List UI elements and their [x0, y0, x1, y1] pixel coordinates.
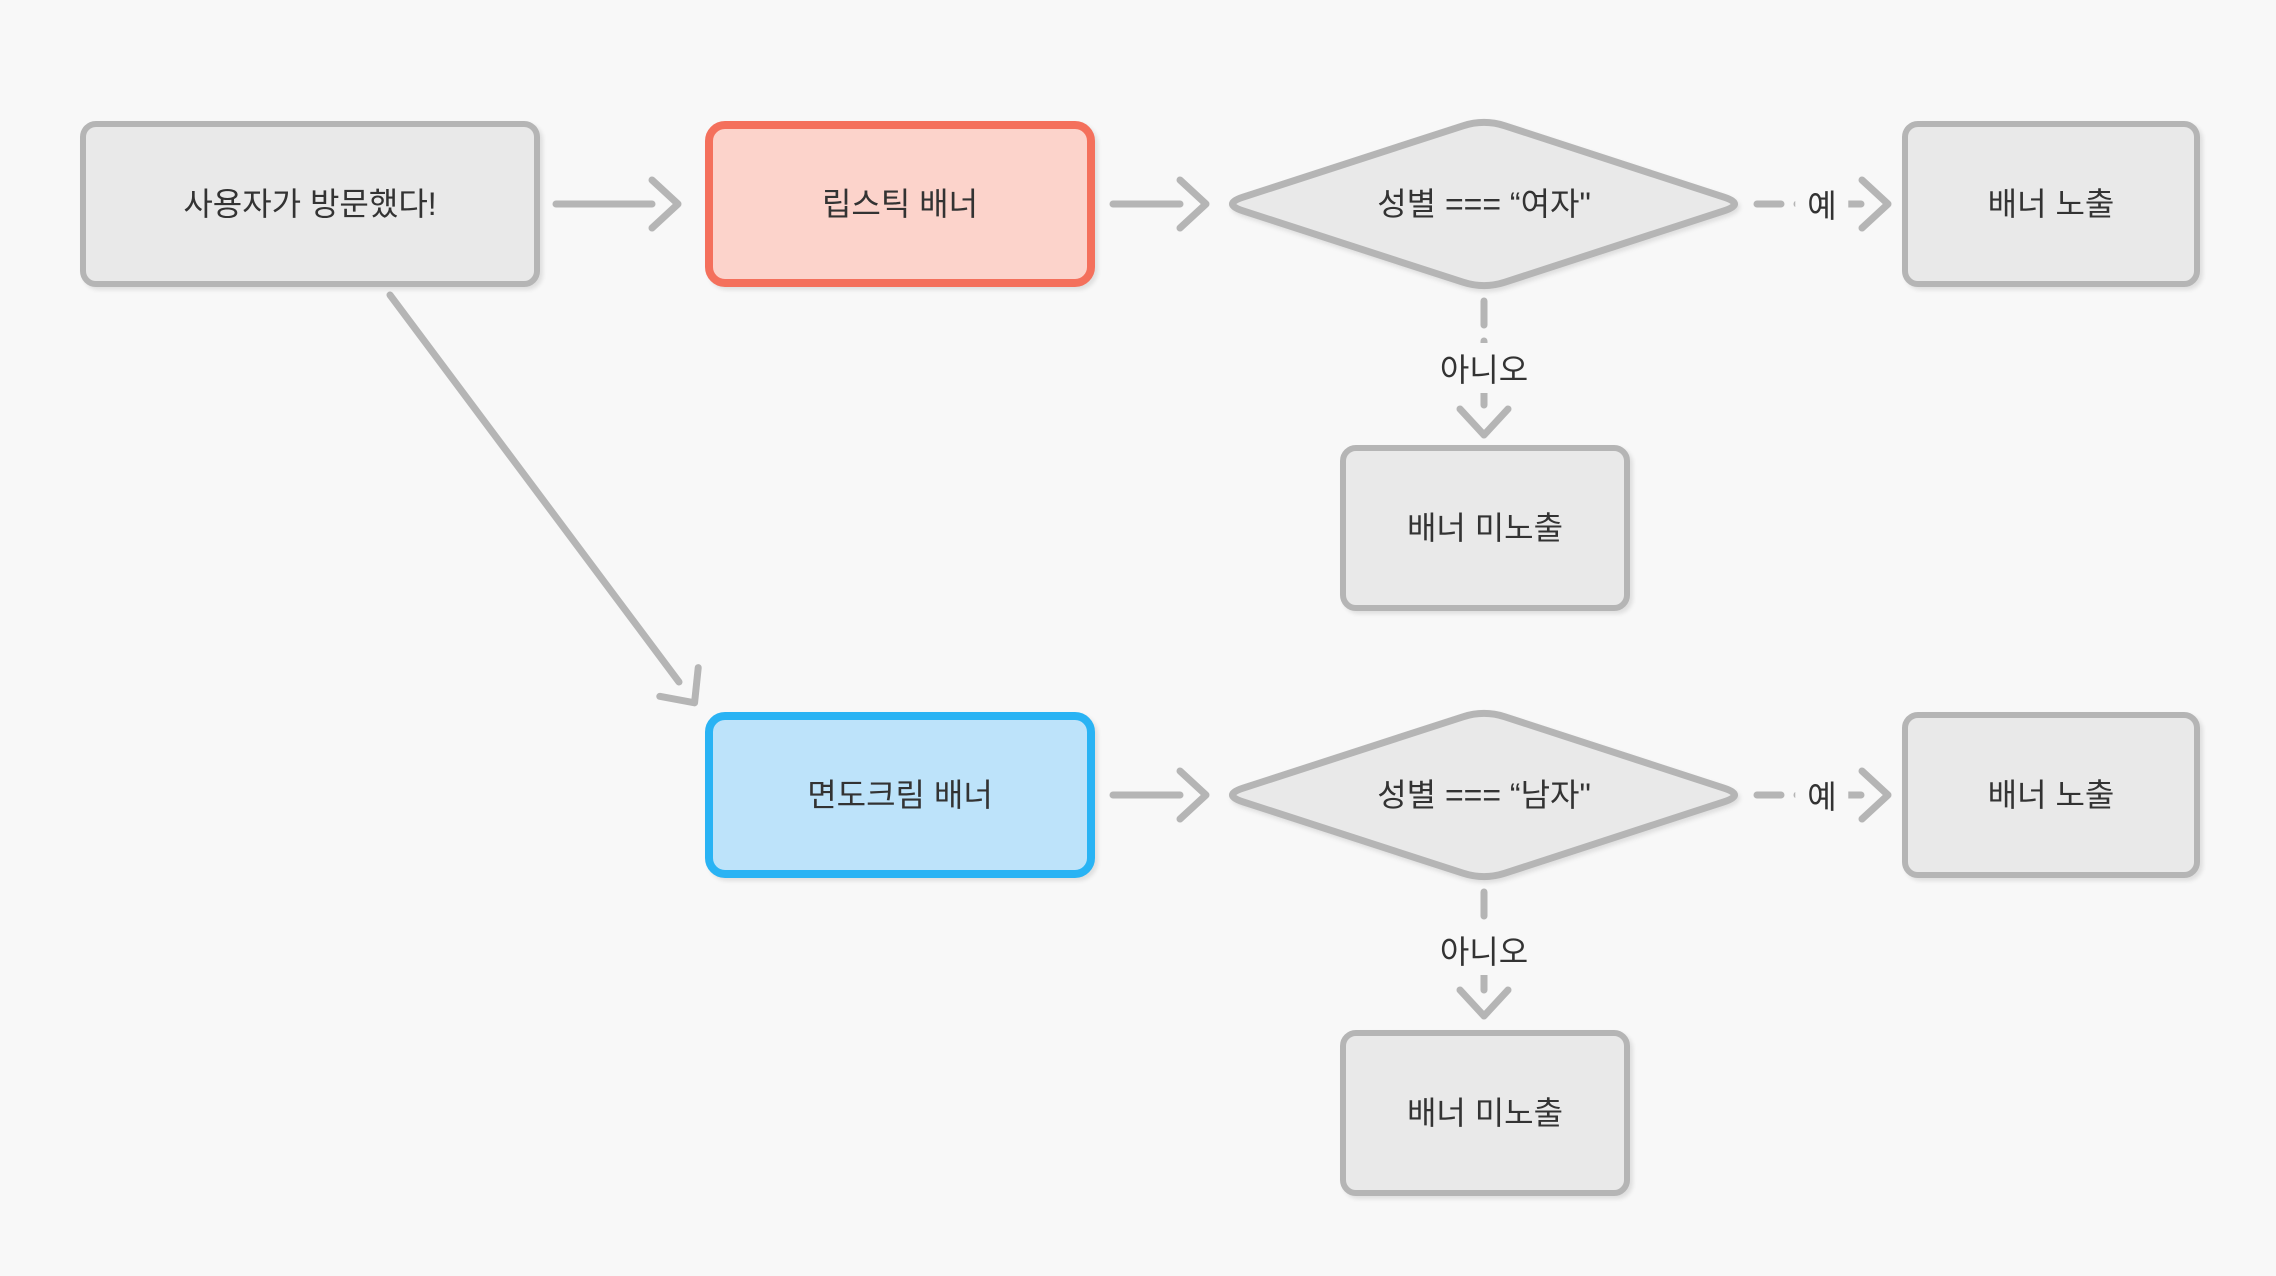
node-banner-shown-1: 배너 노출: [1902, 121, 2200, 287]
edge-label-yes-1: 예: [1795, 179, 1849, 229]
node-user-visited-label: 사용자가 방문했다!: [183, 186, 437, 222]
node-banner-hidden-1: 배너 미노출: [1340, 445, 1630, 611]
node-lipstick-banner: 립스틱 배너: [705, 121, 1095, 287]
node-banner-hidden-2: 배너 미노출: [1340, 1030, 1630, 1196]
edge-label-yes-2: 예: [1795, 770, 1849, 820]
node-banner-shown-2-label: 배너 노출: [1987, 777, 2115, 813]
edge-label-no-2: 아니오: [1427, 925, 1541, 975]
node-decision-female-label: 성별 === “여자": [1377, 186, 1591, 222]
decision-diamond-male-shape: [1228, 709, 1739, 881]
node-user-visited: 사용자가 방문했다!: [80, 121, 540, 287]
node-decision-male: 성별 === “남자": [1244, 712, 1724, 878]
edge-start-to-shaving-cream: [386, 291, 702, 707]
node-decision-female: 성별 === “여자": [1244, 121, 1724, 287]
decision-diamond-female-shape: [1228, 118, 1739, 290]
node-shaving-cream-banner-label: 면도크림 배너: [807, 777, 993, 813]
node-decision-male-label: 성별 === “남자": [1377, 777, 1591, 813]
edge-label-no-1: 아니오: [1427, 343, 1541, 393]
node-banner-shown-2: 배너 노출: [1902, 712, 2200, 878]
node-shaving-cream-banner: 면도크림 배너: [705, 712, 1095, 878]
node-banner-hidden-2-label: 배너 미노출: [1406, 1095, 1564, 1131]
node-lipstick-banner-label: 립스틱 배너: [821, 186, 979, 222]
node-banner-hidden-1-label: 배너 미노출: [1406, 510, 1564, 546]
node-banner-shown-1-label: 배너 노출: [1987, 186, 2115, 222]
